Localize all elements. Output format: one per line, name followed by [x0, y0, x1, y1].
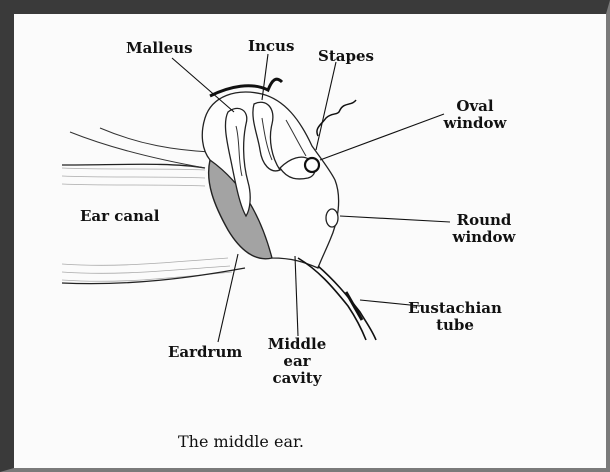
outer-contour — [70, 128, 210, 168]
oval-window-ring — [305, 158, 319, 172]
stapes-label: Stapes — [318, 48, 374, 65]
oval-window-label-line2: window — [440, 115, 510, 132]
incus-label: Incus — [248, 38, 294, 55]
middle-ear-cavity-label-line3: cavity — [262, 370, 332, 387]
round-window-label-line2: window — [446, 229, 522, 246]
round-window-shape — [326, 209, 338, 227]
round-window-label: Round window — [446, 212, 522, 246]
figure-caption: The middle ear. — [178, 432, 304, 451]
middle-ear-cavity-label-line2: ear — [262, 353, 332, 370]
oval-window-label-line1: Oval — [440, 98, 510, 115]
oval-window-label: Oval window — [440, 98, 510, 132]
eustachian-tube-shape — [298, 258, 376, 340]
malleus-label: Malleus — [126, 40, 193, 57]
ear-canal-label: Ear canal — [80, 208, 159, 225]
middle-ear-cavity-label-line1: Middle — [262, 336, 332, 353]
round-window-label-line1: Round — [446, 212, 522, 229]
eustachian-tube-label-line2: tube — [405, 317, 505, 334]
eustachian-tube-label-line1: Eustachian — [405, 300, 505, 317]
eardrum-label: Eardrum — [168, 344, 242, 361]
ear-canal-top-edge — [62, 164, 205, 168]
eustachian-tube-label: Eustachian tube — [405, 300, 505, 334]
middle-ear-cavity-label: Middle ear cavity — [262, 336, 332, 387]
